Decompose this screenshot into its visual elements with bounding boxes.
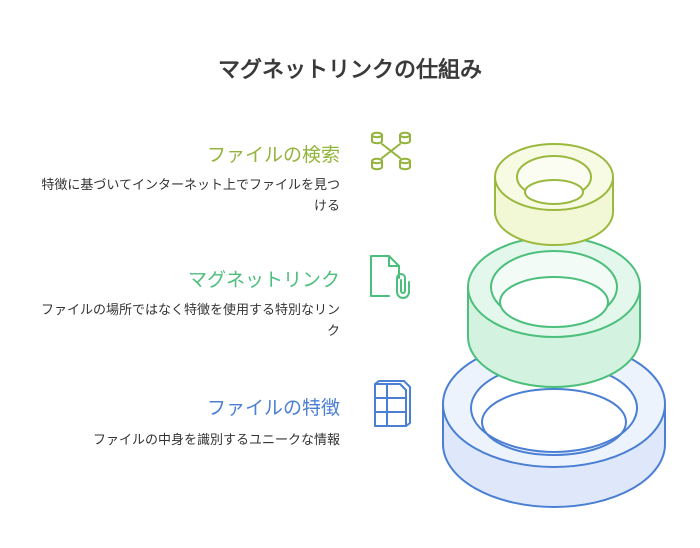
desc-file-features: ファイルの中身を識別するユニークな情報	[92, 433, 340, 448]
heading-file-features: ファイルの特徴	[206, 397, 340, 419]
database-network-icon	[365, 126, 417, 178]
stacked-rings-illustration	[442, 143, 666, 508]
desc-file-search: 特徴に基づいてインターネット上でファイルを見つける	[41, 178, 340, 214]
file-attachment-icon	[365, 252, 417, 304]
file-grid-icon	[365, 378, 417, 430]
ring-file-search	[494, 143, 614, 246]
heading-magnet-link: マグネットリンク	[187, 269, 340, 291]
ring-magnet-link	[467, 236, 641, 388]
diagram-title: マグネットリンクの仕組み	[217, 58, 482, 83]
heading-file-search: ファイルの検索	[206, 144, 340, 166]
desc-magnet-link: ファイルの場所ではなく特徴を使用する特別なリンク	[40, 303, 340, 339]
